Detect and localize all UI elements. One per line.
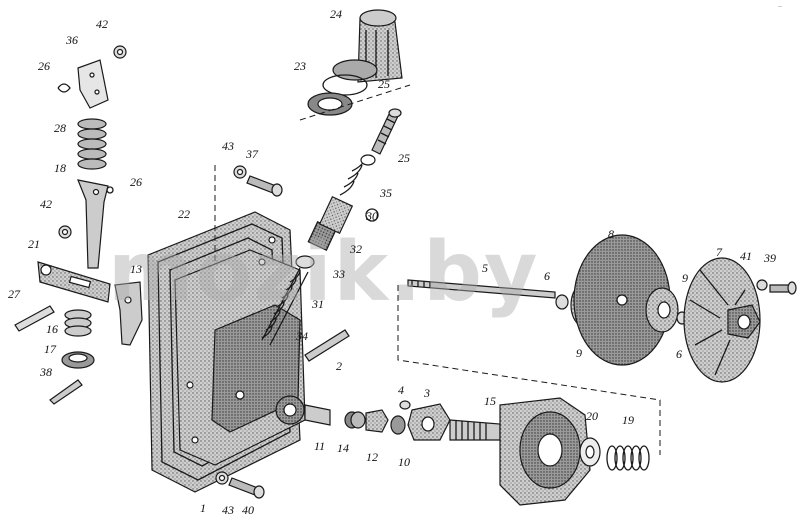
cup-9-right	[645, 287, 679, 333]
label-40: 40	[242, 503, 254, 517]
label-7: 7	[716, 245, 723, 259]
washer-43-bottom	[215, 471, 229, 485]
label-24: 24	[330, 7, 342, 21]
label-17: 17	[44, 342, 57, 356]
screw-39	[769, 281, 797, 295]
nut-3	[407, 403, 451, 441]
label-9b: 9	[682, 271, 688, 285]
label-27: 27	[8, 287, 21, 301]
label-42a: 42	[96, 17, 108, 31]
pin-2	[304, 329, 350, 362]
label-13: 13	[130, 262, 142, 276]
gaskets-23	[307, 59, 378, 116]
washer-20	[579, 437, 601, 467]
label-26a: 26	[38, 59, 50, 73]
label-12: 12	[366, 450, 378, 464]
label-32: 32	[349, 242, 362, 256]
lever-21	[37, 261, 111, 303]
plate-36	[77, 59, 109, 109]
label-25b: 25	[398, 151, 410, 165]
spring-16	[64, 309, 92, 337]
washer-42-mid	[58, 225, 72, 239]
bolt-37	[246, 175, 283, 197]
label-4: 4	[398, 383, 404, 397]
valve-32	[318, 195, 354, 235]
label-43b: 43	[222, 503, 234, 517]
label-41: 41	[740, 249, 752, 263]
label-37: 37	[245, 147, 259, 161]
label-31: 31	[311, 297, 324, 311]
lever-18	[77, 179, 109, 269]
label-20: 20	[586, 409, 598, 423]
shaft-15	[449, 397, 591, 506]
washer-10	[390, 415, 406, 435]
pin-38	[49, 379, 83, 405]
label-10: 10	[398, 455, 410, 469]
screw-25-lower	[371, 108, 402, 155]
label-23: 23	[294, 59, 306, 73]
label-11: 11	[314, 439, 325, 453]
label-15: 15	[484, 394, 496, 408]
label-35: 35	[379, 186, 392, 200]
pin-27	[14, 305, 55, 332]
label-26b: 26	[130, 175, 142, 189]
clip-26-top	[57, 83, 71, 93]
washer-42-top	[113, 45, 127, 59]
spring-35	[339, 154, 376, 196]
washer-41	[756, 279, 768, 291]
spring-31	[261, 255, 315, 346]
sleeve-14	[344, 411, 366, 429]
label-14: 14	[337, 441, 349, 455]
washer-6-left	[555, 294, 569, 310]
label-34: 34	[295, 329, 308, 343]
spring-28	[77, 118, 107, 170]
watermark: mozik.by	[108, 225, 539, 320]
label-39: 39	[763, 251, 776, 265]
rod-5	[407, 279, 556, 299]
label-3: 3	[423, 386, 430, 400]
cover-7	[683, 257, 761, 383]
label-19: 19	[622, 413, 634, 427]
bolt-40	[228, 477, 265, 499]
nipple-11	[304, 404, 331, 426]
label-8: 8	[608, 227, 614, 241]
spring-19	[606, 445, 650, 471]
housing-body-1	[174, 236, 306, 466]
label-30: 30	[365, 209, 378, 223]
cup-17	[61, 351, 95, 369]
nut-12	[365, 409, 389, 433]
label-2: 2	[336, 359, 342, 373]
washer-30	[365, 208, 379, 222]
label-1: 1	[200, 501, 206, 515]
label-38: 38	[39, 365, 52, 379]
label-33: 33	[332, 267, 345, 281]
clip-26-mid	[106, 186, 114, 194]
label-22: 22	[178, 207, 190, 221]
label-9a: 9	[576, 346, 582, 360]
label-28: 28	[54, 121, 66, 135]
label-16: 16	[46, 322, 58, 336]
diaphragm-8	[573, 234, 671, 366]
washer-43-top	[233, 165, 247, 179]
washer-4	[399, 400, 411, 410]
label-6a: 6	[544, 269, 550, 283]
label-21: 21	[28, 237, 40, 251]
label-18: 18	[54, 161, 66, 175]
corner-mark: —	[778, 4, 782, 9]
label-43a: 43	[222, 139, 234, 153]
label-42b: 42	[40, 197, 52, 211]
label-25a: 25	[378, 77, 390, 91]
bracket-13	[114, 281, 143, 346]
fitting-boss	[275, 395, 305, 425]
label-36: 36	[65, 33, 78, 47]
label-6b: 6	[676, 347, 682, 361]
callout-labels: 1 2 3 4 5 6 6 7 8 9 9 10 11 12 13 14 15 …	[8, 7, 776, 517]
label-5: 5	[482, 261, 488, 275]
